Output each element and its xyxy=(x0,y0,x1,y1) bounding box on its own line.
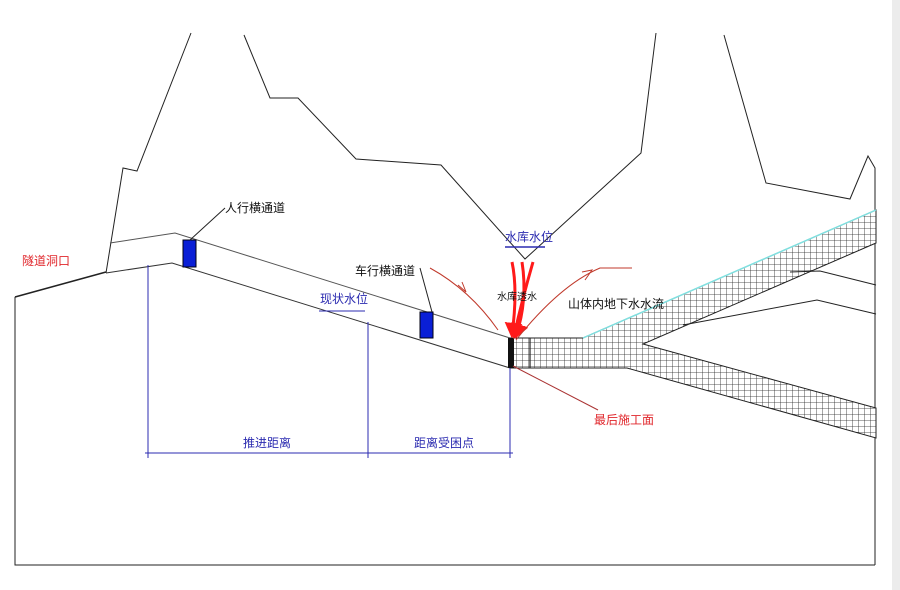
pedestrian-leader xyxy=(189,207,226,241)
water-seam-line xyxy=(582,209,877,339)
label-pedestrian-passage: 人行横通道 xyxy=(225,201,285,215)
label-reservoir-seepage: 水库透水 xyxy=(497,290,537,303)
label-last-working-face: 最后施工面 xyxy=(594,413,654,427)
vehicle-passage-mark xyxy=(419,311,434,339)
seepage-arrows xyxy=(504,261,535,339)
label-reservoir-water-level: 水库水位 xyxy=(505,229,553,244)
page-edge xyxy=(892,0,900,590)
flow-arrows xyxy=(429,267,632,411)
label-advance-distance: 推进距离 xyxy=(243,435,291,450)
label-vehicle-passage: 车行横通道 xyxy=(355,263,415,278)
last-working-face-mark xyxy=(508,338,514,368)
tunnel xyxy=(105,232,511,369)
dimension-lines xyxy=(145,265,513,458)
label-groundwater-flow: 山体内地下水水流 xyxy=(568,297,664,311)
pedestrian-passage-mark xyxy=(182,239,197,268)
label-current-water-level: 现状水位 xyxy=(320,291,368,306)
rock-strata xyxy=(682,270,877,326)
collapse-zone xyxy=(509,209,877,439)
label-distance-to-trapped-point: 距离受困点 xyxy=(414,435,474,450)
vehicle-leader xyxy=(419,267,433,313)
label-tunnel-portal: 隧道洞口 xyxy=(22,253,70,268)
